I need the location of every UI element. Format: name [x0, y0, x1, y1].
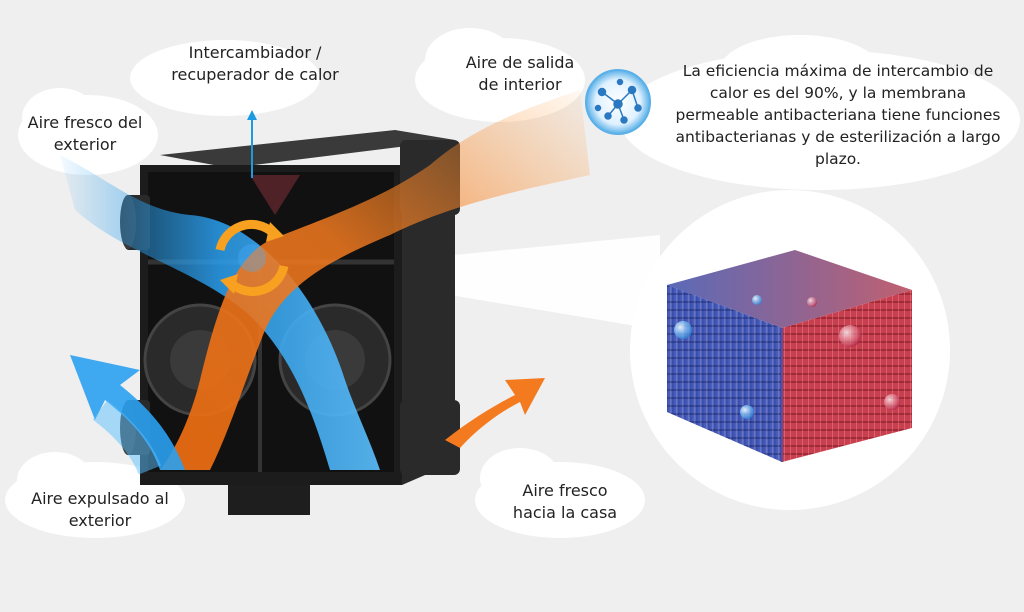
label-indoor-exhaust: Aire de salida de interior	[465, 53, 575, 94]
exchange-cycle-icon	[215, 219, 289, 297]
label-exchanger: Intercambiador / recuperador de calor	[171, 43, 339, 84]
zoom-wedge	[300, 235, 660, 330]
label-expelled: Aire expulsado al exterior	[31, 489, 169, 530]
air-flows	[60, 90, 590, 475]
label-supply: Aire fresco hacia la casa	[512, 481, 618, 522]
label-outdoor-fresh: Aire fresco del exterior	[27, 113, 143, 154]
membrane-cube	[667, 250, 912, 462]
background-clouds	[5, 28, 1020, 538]
efficiency-description: La eficiencia máxima de intercambio de c…	[675, 62, 1001, 168]
molecule-icon	[585, 69, 651, 135]
